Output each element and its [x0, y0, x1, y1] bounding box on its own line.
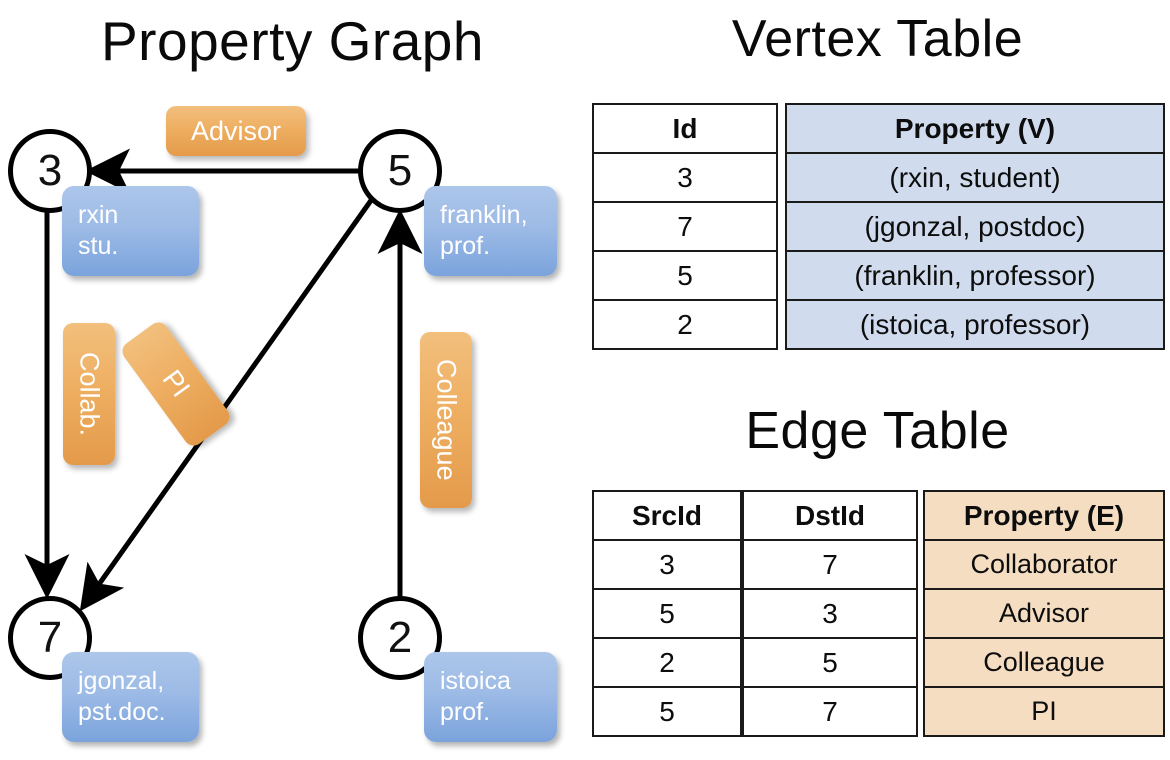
edge-property-cell: PI [923, 686, 1165, 737]
table-row[interactable]: 7 [742, 539, 918, 590]
table-row[interactable]: 2 [592, 299, 778, 350]
table-row[interactable]: Advisor [923, 588, 1165, 639]
graph-edges-svg [24, 148, 423, 612]
edge-table-property-column: Property (E) Collaborator Advisor Collea… [923, 490, 1165, 737]
page-title-property-graph: Property Graph [100, 10, 484, 72]
table-row[interactable]: 5 [592, 686, 742, 737]
page-title-edge-table: Edge Table [745, 402, 1010, 460]
edge-property-pi-label: PI [156, 364, 197, 403]
table-row[interactable]: Collaborator [923, 539, 1165, 590]
vertex-table-property-column: Property (V) (rxin, student) (jgonzal, p… [785, 103, 1165, 350]
table-row[interactable]: 2 [592, 637, 742, 688]
edge-property-collab-label: Collab. [74, 351, 105, 437]
edge-table-header-row: SrcId [592, 490, 742, 541]
table-row[interactable]: 3 [592, 152, 778, 203]
vertex-property-rxin-line1: rxin [78, 201, 119, 229]
table-row[interactable]: 5 [742, 637, 918, 688]
vertex-property-box-jgonzal: jgonzal, pst.doc. [62, 652, 199, 742]
graph-node-7-label: 7 [37, 613, 63, 662]
graph-node-3-label: 3 [37, 146, 63, 195]
vertex-property-box-franklin: franklin, prof. [424, 186, 557, 276]
vertex-property-istoica-line1: istoica [440, 667, 511, 695]
edge-dstid-cell: 5 [742, 637, 918, 688]
edge-property-box-advisor: Advisor [166, 106, 306, 156]
edge-dstid-cell: 7 [742, 686, 918, 737]
vertex-property-cell: (istoica, professor) [785, 299, 1165, 350]
edge-property-cell: Advisor [923, 588, 1165, 639]
vertex-id-cell: 2 [592, 299, 778, 350]
edge-srcid-cell: 3 [592, 539, 742, 590]
table-row[interactable]: PI [923, 686, 1165, 737]
vertex-property-franklin-line1: franklin, [440, 201, 528, 229]
graph-node-5-label: 5 [387, 146, 413, 195]
vertex-property-jgonzal-line1: jgonzal, [78, 667, 165, 695]
table-row[interactable]: (istoica, professor) [785, 299, 1165, 350]
edge-srcid-cell: 2 [592, 637, 742, 688]
vertex-property-rxin-line2: stu. [78, 232, 119, 260]
vertex-table-header-row: Id [592, 103, 778, 154]
graph-node-2[interactable]: 2 [358, 596, 442, 680]
table-row[interactable]: (rxin, student) [785, 152, 1165, 203]
edge-property-cell: Colleague [923, 637, 1165, 688]
edge-dstid-cell: 7 [742, 539, 918, 590]
vertex-property-cell: (rxin, student) [785, 152, 1165, 203]
vertex-table-header-row: Property (V) [785, 103, 1165, 154]
edge-dstid-cell: 3 [742, 588, 918, 639]
edge-table-dstid-column: DstId 7 3 5 7 [742, 490, 918, 737]
vertex-id-cell: 5 [592, 250, 778, 301]
graph-node-2-label: 2 [387, 613, 413, 662]
table-row[interactable]: (franklin, professor) [785, 250, 1165, 301]
edge-srcid-cell: 5 [592, 686, 742, 737]
edge-5-to-7-pi [79, 197, 375, 612]
edge-table-header-srcid: SrcId [592, 490, 742, 541]
vertex-id-cell: 3 [592, 152, 778, 203]
edge-table-header-dstid: DstId [742, 490, 918, 541]
vertex-id-cell: 7 [592, 201, 778, 252]
edge-table-header-row: Property (E) [923, 490, 1165, 541]
vertex-property-cell: (jgonzal, postdoc) [785, 201, 1165, 252]
vertex-property-jgonzal-line2: pst.doc. [78, 698, 166, 726]
page-title-vertex-table: Vertex Table [731, 10, 1024, 68]
vertex-table-header-property: Property (V) [785, 103, 1165, 154]
edge-table-header-property: Property (E) [923, 490, 1165, 541]
table-row[interactable]: 3 [742, 588, 918, 639]
table-row[interactable]: 3 [592, 539, 742, 590]
property-graph-diagram: 3 5 7 2 rxin stu. franklin, prof. jgonza… [8, 106, 557, 742]
table-row[interactable]: (jgonzal, postdoc) [785, 201, 1165, 252]
vertex-property-box-istoica: istoica prof. [424, 652, 557, 742]
vertex-property-cell: (franklin, professor) [785, 250, 1165, 301]
table-row[interactable]: 7 [742, 686, 918, 737]
edge-srcid-cell: 5 [592, 588, 742, 639]
vertex-property-box-rxin: rxin stu. [62, 186, 199, 276]
edge-table-header-row: DstId [742, 490, 918, 541]
vertex-table-id-column: Id 3 7 5 2 [592, 103, 778, 350]
edge-property-advisor-label: Advisor [190, 115, 282, 146]
table-row[interactable]: 7 [592, 201, 778, 252]
vertex-property-istoica-line2: prof. [440, 698, 491, 726]
edge-property-colleague-label: Colleague [431, 359, 462, 481]
vertex-property-franklin-line2: prof. [440, 232, 491, 260]
vertex-table-header-id: Id [592, 103, 778, 154]
table-row[interactable]: Colleague [923, 637, 1165, 688]
table-row[interactable]: 5 [592, 250, 778, 301]
edge-property-box-colleague: Colleague [420, 332, 472, 508]
table-row[interactable]: 5 [592, 588, 742, 639]
edge-table-srcid-column: SrcId 3 5 2 5 [592, 490, 742, 737]
edge-property-cell: Collaborator [923, 539, 1165, 590]
edge-property-box-collab: Collab. [63, 323, 115, 465]
